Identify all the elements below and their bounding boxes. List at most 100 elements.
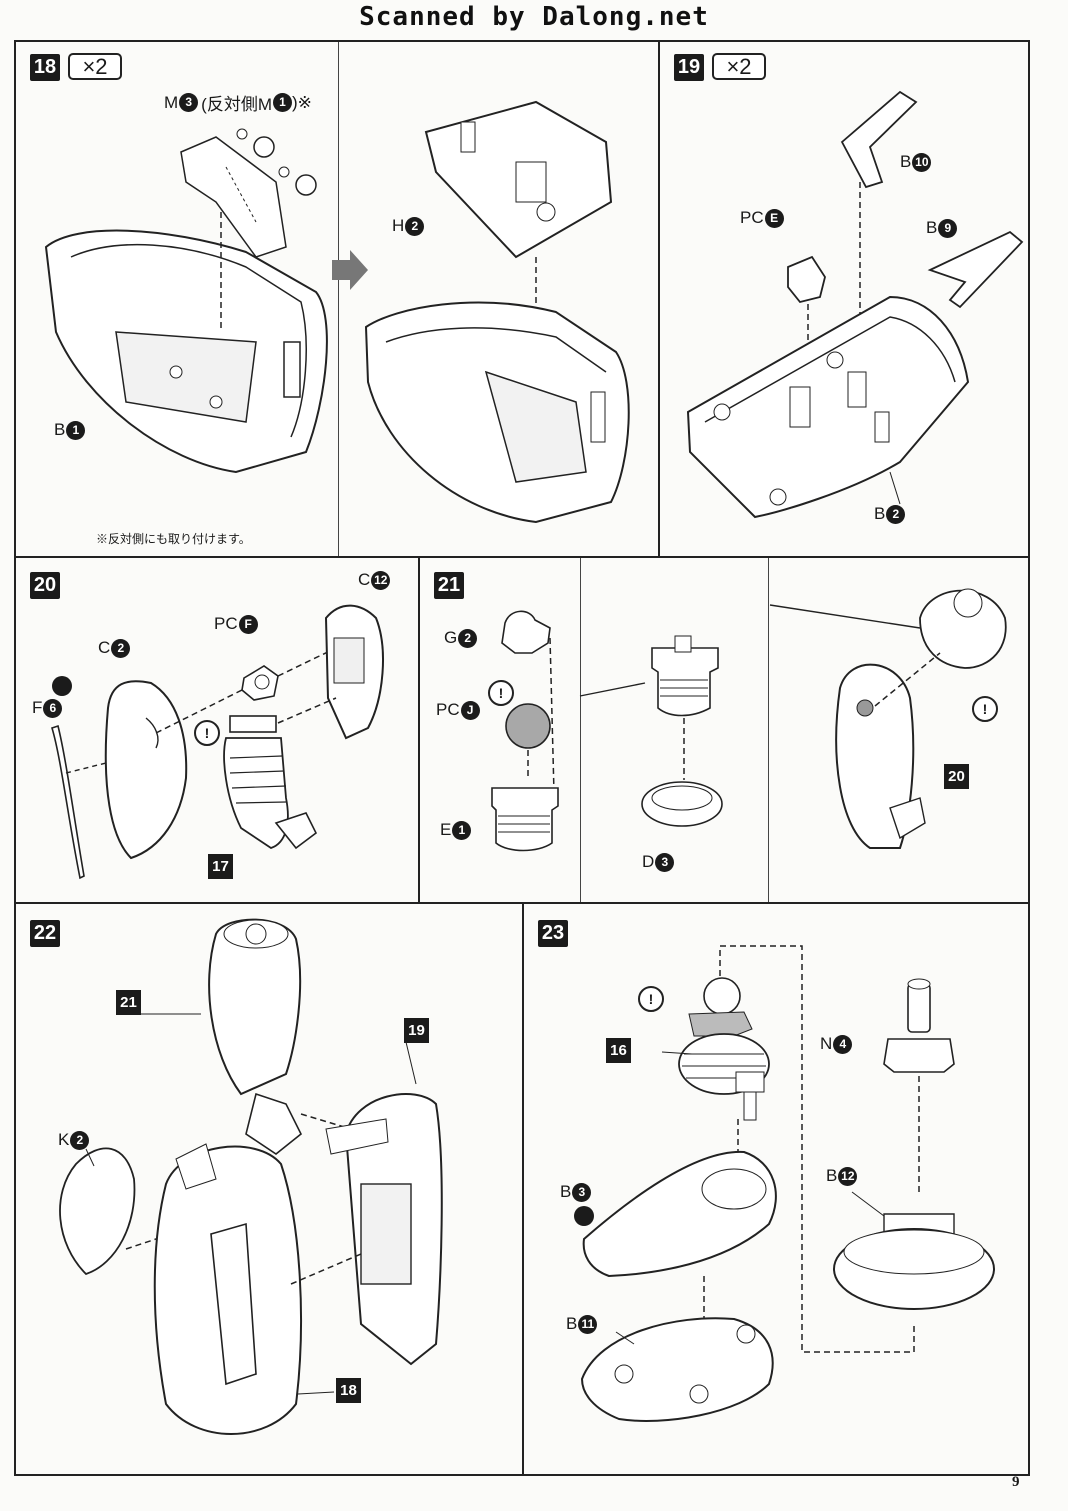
part-label-g2: G 2: [444, 628, 478, 648]
subassembly-ref-17: 17: [208, 854, 233, 879]
part-label-h2: H 2: [392, 216, 425, 236]
step-19-quantity: ×2: [712, 53, 766, 80]
part-label-e1: E 1: [440, 820, 472, 840]
step-19-illustration: [686, 90, 1024, 519]
cut-warning-icon: [52, 676, 72, 696]
part-label-b2: B 2: [874, 504, 906, 524]
step-19-panel: 19 ×2 B 10 PC E B 9 B 2: [658, 40, 1030, 558]
caution-icon-pcj: !: [488, 680, 514, 706]
step-18-panel: 18 ×2 M 3 (反対側M 1 )※ B 1 H 2 ※反対側にも取り付けま…: [14, 40, 660, 558]
part-letter: PC: [436, 700, 460, 719]
part-label-pce: PC E: [740, 208, 784, 228]
part-label-b1: B 1: [54, 420, 86, 440]
subassembly-ref-16: 16: [606, 1038, 631, 1063]
part-letter: D: [642, 852, 655, 871]
step-21-divider-2: [768, 558, 769, 902]
step-23-illustration: [580, 945, 995, 1422]
part-label-pcj: PC J: [436, 700, 480, 720]
part-letter: PC: [214, 614, 238, 633]
part-letter: K: [58, 1130, 70, 1149]
part-number-badge: 2: [886, 504, 906, 524]
part-letter: B: [926, 218, 938, 237]
part-label-b10: B 10: [900, 152, 932, 172]
part-label-b3: B 3: [560, 1182, 592, 1202]
part-letter: B: [826, 1166, 838, 1185]
part-label-b9: B 9: [926, 218, 958, 238]
part-letter: E: [440, 820, 452, 839]
part-letter: B: [874, 504, 886, 523]
part-number-badge: E: [764, 208, 784, 228]
step-18-number: 18: [30, 54, 60, 81]
subassembly-ref-20: 20: [944, 764, 969, 789]
part-letter: G: [444, 628, 458, 647]
part-number-badge: 1: [66, 420, 86, 440]
part-number-badge: 12: [371, 570, 391, 590]
step-21-divider-1: [580, 558, 581, 902]
subassembly-ref-19: 19: [404, 1018, 429, 1043]
part-label-pcf: PC F: [214, 614, 258, 634]
part-number-badge: 3: [179, 93, 199, 112]
caution-icon: !: [194, 720, 220, 746]
cut-warning-icon: [574, 1206, 594, 1226]
part-letter: B: [54, 420, 66, 439]
step-20-illustration: [51, 604, 384, 880]
part-number-badge: 2: [70, 1130, 90, 1150]
part-number-badge: 6: [43, 698, 63, 718]
part-note-open: (反対側M: [201, 95, 272, 114]
part-number-badge: 2: [111, 638, 131, 658]
part-label-b11: B 11: [566, 1314, 598, 1334]
step-21-illustration: [491, 588, 1007, 852]
step-23-number: 23: [538, 920, 568, 947]
step-22-panel: 22 21 19 K 2 18: [14, 902, 524, 1476]
part-label-d3: D 3: [642, 852, 675, 872]
step-23-panel: 23 ! 16 N 4 B 3 B 12 B 11: [522, 902, 1030, 1476]
part-letter: C: [358, 570, 371, 589]
part-number-badge: J: [460, 700, 480, 720]
part-label-c2: C 2: [98, 638, 131, 658]
subassembly-ref-18: 18: [336, 1378, 361, 1403]
step-21-panel: 21 G 2 ! PC J E 1 D 3 20 !: [418, 556, 1030, 904]
part-number-badge: 11: [578, 1314, 598, 1334]
part-number-badge: 12: [838, 1166, 858, 1186]
part-label-b12: B 12: [826, 1166, 858, 1186]
part-letter: B: [566, 1314, 578, 1333]
part-letter: H: [392, 216, 405, 235]
part-number-badge: 3: [572, 1182, 592, 1202]
part-number-badge: 9: [938, 218, 958, 238]
part-number-badge: 2: [405, 216, 425, 236]
caution-icon: !: [638, 986, 664, 1012]
part-label-k2: K 2: [58, 1130, 90, 1150]
part-letter: PC: [740, 208, 764, 227]
part-letter: M: [164, 92, 179, 112]
part-letter: C: [98, 638, 111, 657]
part-label-c12: C 12: [358, 570, 391, 590]
step-20-number: 20: [30, 572, 60, 599]
step-18-divider: [338, 42, 339, 556]
page-number: 9: [1012, 1474, 1020, 1490]
part-number-badge: 4: [833, 1034, 853, 1054]
part-letter: B: [900, 152, 912, 171]
step-22-illustration: [59, 918, 443, 1435]
part-number-badge: 2: [458, 628, 478, 648]
part-number-badge: F: [238, 614, 258, 634]
part-letter: F: [32, 698, 43, 717]
step-20-panel: 20 C 12 PC F C 2 F 6 ! 17: [14, 556, 420, 904]
part-letter: B: [560, 1182, 572, 1201]
step-18-illustration: [44, 100, 630, 524]
step-21-number: 21: [434, 572, 464, 599]
part-note-close: )※: [292, 92, 312, 112]
caution-icon-joint: !: [972, 696, 998, 722]
part-letter: N: [820, 1034, 833, 1053]
part-label-f6: F 6: [32, 698, 63, 718]
step-22-number: 22: [30, 920, 60, 947]
subassembly-ref-21: 21: [116, 990, 141, 1015]
step-19-number: 19: [674, 54, 704, 81]
part-label-m3: M 3 (反対側M 1 )※: [164, 90, 312, 115]
part-number-badge: 10: [912, 152, 932, 172]
watermark: Scanned by Dalong.net: [359, 2, 709, 32]
part-number-badge: 1: [452, 820, 472, 840]
part-number-badge: 3: [655, 852, 675, 872]
step-18-quantity: ×2: [68, 53, 122, 80]
part-note-number: 1: [273, 93, 292, 112]
step-18-footnote: ※反対側にも取り付けます。: [96, 532, 251, 546]
